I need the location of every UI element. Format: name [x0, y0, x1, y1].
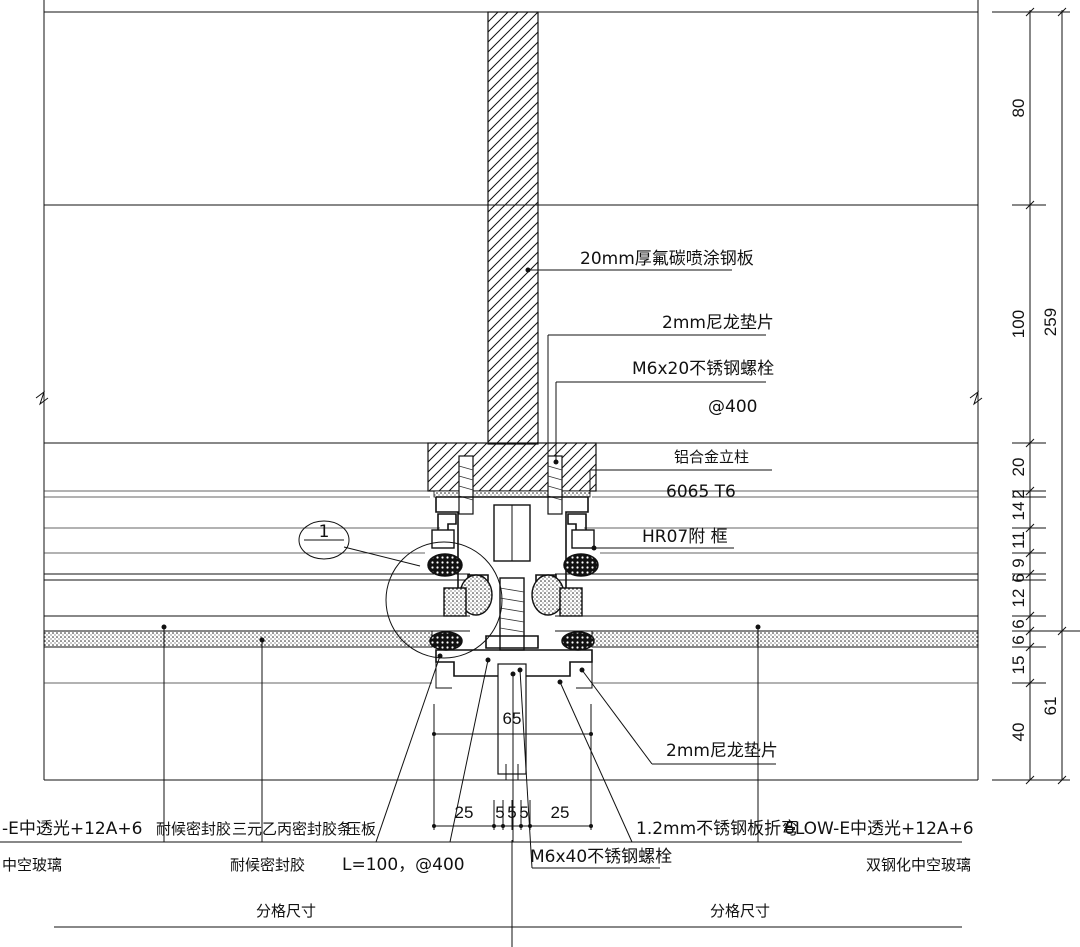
- top-bolts: [458, 455, 563, 515]
- dim-14: 14: [1009, 502, 1028, 521]
- dim-total-61: 61: [1041, 697, 1060, 716]
- dim-mid-2: 5: [507, 803, 516, 822]
- dim-width: 65: [503, 709, 522, 728]
- label-glass-right-1: 6LOW-E中透光+12A+6: [784, 819, 974, 839]
- dim-15: 15: [1009, 656, 1028, 675]
- dim-6c: 6: [1009, 635, 1028, 644]
- label-glass-right-2: 双钢化中空玻璃: [866, 856, 971, 874]
- bottom-dimensions: [54, 704, 962, 947]
- label-plate: 20mm厚氟碳喷涂钢板: [580, 249, 754, 269]
- label-alloy: 6065 T6: [666, 482, 736, 502]
- dim-40: 40: [1009, 723, 1028, 742]
- steel-plate: [427, 11, 597, 498]
- label-bolt-spacing: @400: [708, 397, 757, 417]
- pressure-plate: [435, 577, 593, 781]
- label-steel-fold: 1.2mm不锈钢板折弯: [636, 819, 798, 839]
- dim-total-259: 259: [1041, 308, 1060, 336]
- dim-12: 12: [1009, 589, 1028, 608]
- label-bolt-bottom: M6x40不锈钢螺栓: [530, 847, 672, 867]
- dim-right: 25: [551, 803, 570, 822]
- label-epdm: 三元乙丙密封胶条: [232, 820, 352, 838]
- right-dimensions: [992, 7, 1080, 785]
- dim-20: 20: [1009, 458, 1028, 477]
- label-bolt-top: M6x20不锈钢螺栓: [632, 359, 774, 379]
- dim-11: 11: [1009, 531, 1028, 549]
- label-glass-left-2: 中空玻璃: [2, 856, 62, 874]
- label-nylon-bottom: 2mm尼龙垫片: [666, 741, 778, 761]
- label-grid-right: 分格尺寸: [710, 902, 770, 920]
- dim-mid-3: 5: [519, 803, 528, 822]
- dim-left: 25: [455, 803, 474, 822]
- label-sub-frame: HR07附 框: [642, 527, 728, 547]
- label-pressure-plate: 压板: [346, 820, 376, 838]
- detail-callout: 1: [298, 520, 503, 659]
- gaskets: [427, 553, 599, 651]
- label-mullion: 铝合金立柱: [674, 448, 749, 466]
- leaders-top: [525, 267, 772, 551]
- label-sealant-bottom: 耐候密封胶: [230, 856, 305, 874]
- label-nylon-top: 2mm尼龙垫片: [662, 313, 774, 333]
- dim-80: 80: [1009, 99, 1028, 118]
- labels: 20mm厚氟碳喷涂钢板 2mm尼龙垫片 M6x20不锈钢螺栓 @400 铝合金立…: [2, 99, 1060, 920]
- dim-100: 100: [1009, 310, 1028, 338]
- profile-lines: [43, 490, 979, 684]
- leaders-bottom: [0, 624, 962, 869]
- dim-9: 9: [1009, 558, 1028, 567]
- detail-number: 1: [319, 522, 330, 542]
- label-pressure-spec: L=100，@400: [342, 855, 465, 875]
- label-glass-left-1: -E中透光+12A+6: [2, 819, 142, 839]
- label-grid-left: 分格尺寸: [256, 902, 316, 920]
- dim-6b: 6: [1009, 619, 1028, 628]
- dim-mid-1: 5: [495, 803, 504, 822]
- dim-6a: 6: [1009, 573, 1028, 582]
- dim-2: 2: [1009, 489, 1028, 498]
- label-sealant-top: 耐候密封胶: [156, 820, 231, 838]
